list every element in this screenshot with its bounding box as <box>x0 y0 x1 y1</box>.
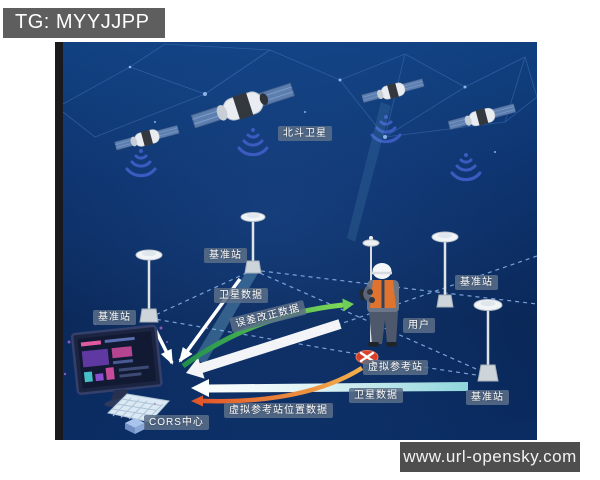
base-station-icon <box>240 212 266 274</box>
base-station-icon <box>473 299 503 382</box>
satellite-icon <box>114 125 180 151</box>
decor-cube-icon <box>125 418 145 434</box>
tg-badge: TG: MYYJJPP <box>3 8 166 38</box>
virtual-ref-position-arrow <box>191 366 364 407</box>
label-cors-center: CORS中心 <box>144 415 209 430</box>
label-virtual-ref-position-data: 虚拟参考站位置数据 <box>224 403 333 418</box>
diagram-scene: 北斗卫星 基准站 基准站 基准站 基准站 卫星数据 误差改正数据 用户 虚拟参考… <box>55 42 537 440</box>
label-base-station-right-upper: 基准站 <box>455 275 498 290</box>
user-data-arrow <box>186 319 342 379</box>
label-beidou-satellite: 北斗卫星 <box>278 126 332 141</box>
label-satellite-data-bottom: 卫星数据 <box>349 388 403 403</box>
label-base-station-center: 基准站 <box>204 248 247 263</box>
label-base-station-right-lower: 基准站 <box>466 390 509 405</box>
watermark-badge: www.url-opensky.com <box>400 442 580 472</box>
label-virtual-ref-station: 虚拟参考站 <box>363 360 428 375</box>
data-beam <box>347 102 391 242</box>
satellite-icon <box>190 82 295 129</box>
left-border-strip <box>55 42 63 440</box>
label-user: 用户 <box>403 318 435 333</box>
signal-waves-icon <box>125 115 482 182</box>
base-station-icon <box>135 249 163 323</box>
diagram-canvas <box>55 42 537 440</box>
satellite-icon <box>361 78 425 103</box>
glow-dots-icon <box>63 322 168 405</box>
surveyor-icon <box>359 236 399 347</box>
label-satellite-data-top: 卫星数据 <box>214 288 268 303</box>
satellite-icon <box>447 103 517 130</box>
cors-monitor-icon <box>70 324 163 407</box>
satellite-data-arrow <box>191 379 468 397</box>
base-station-icon <box>431 231 459 308</box>
label-base-station-left: 基准站 <box>93 310 136 325</box>
constellation-dots-icon <box>128 65 496 153</box>
